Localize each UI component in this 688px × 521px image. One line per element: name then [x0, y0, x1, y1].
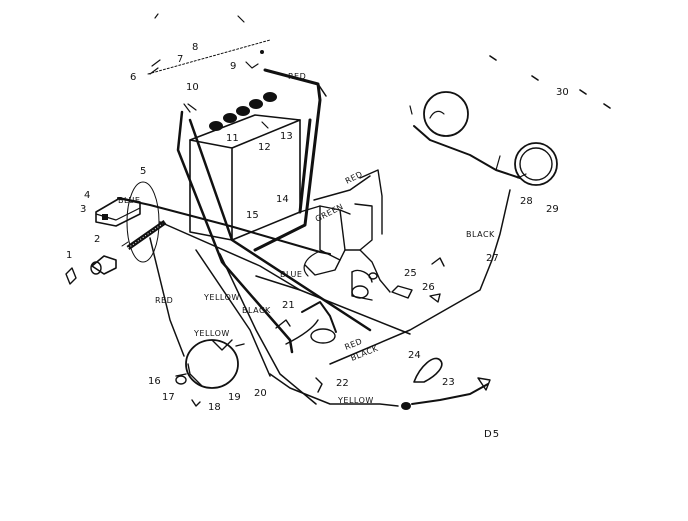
- coil-spring: [126, 219, 167, 251]
- wire-label-yellow-lower: YELLOW: [337, 396, 374, 405]
- engine: [285, 169, 391, 345]
- clips-and-connectors: [275, 257, 491, 410]
- part-label-4: 4: [84, 190, 90, 201]
- wire-label-red-left: RED: [155, 296, 173, 305]
- battery-hold-down-parts: [147, 13, 271, 75]
- part-label-27: 27: [486, 253, 499, 264]
- wire-label-black-mid: BLACK: [242, 306, 271, 315]
- part-label-21: 21: [282, 300, 295, 311]
- wire-color-labels: RED BLUE GREEN RED BLUE RED YELLOW BLACK…: [118, 72, 495, 405]
- part-label-1: 1: [66, 250, 72, 261]
- part-label-28: 28: [520, 196, 533, 207]
- part-label-5: 5: [140, 166, 146, 177]
- wire-label-yellow-switch: YELLOW: [193, 329, 230, 338]
- part-label-15: 15: [246, 210, 259, 221]
- part-label-9: 9: [230, 61, 236, 72]
- part-label-22: 22: [336, 378, 349, 389]
- part-label-10: 10: [186, 82, 199, 93]
- headlight-left: [409, 91, 469, 137]
- part-label-19: 19: [228, 392, 241, 403]
- part-label-12: 12: [258, 142, 271, 153]
- part-label-25: 25: [404, 268, 417, 279]
- part-label-7: 7: [177, 54, 183, 65]
- headlights: [409, 55, 611, 186]
- headlight-right: [514, 142, 558, 186]
- part-label-17: 17: [162, 392, 175, 403]
- starter-switch-assembly: [65, 181, 331, 291]
- part-label-20: 20: [254, 388, 267, 399]
- part-label-23: 23: [442, 377, 455, 388]
- wire-label-blue-harness: BLUE: [280, 270, 302, 279]
- battery: [183, 92, 301, 241]
- part-label-18: 18: [208, 402, 221, 413]
- part-label-13: 13: [280, 131, 293, 142]
- wire-label-blue-switch: BLUE: [118, 196, 140, 205]
- part-label-24: 24: [408, 350, 421, 361]
- battery-cell-caps: [209, 92, 277, 131]
- part-label-3: 3: [80, 204, 86, 215]
- part-label-2: 2: [94, 234, 100, 245]
- wire-label-red-top: RED: [288, 72, 306, 81]
- part-label-8: 8: [192, 42, 198, 53]
- part-label-6: 6: [130, 72, 136, 83]
- part-label-30: 30: [556, 87, 569, 98]
- part-label-26: 26: [422, 282, 435, 293]
- part-label-11: 11: [226, 133, 239, 144]
- lamp-hardware-30: [489, 55, 611, 109]
- wire-label-red-engine: RED: [344, 169, 364, 185]
- ignition-switch: [175, 339, 245, 407]
- part-number-labels: 1 2 3 4 5 6 7 8 9 10 11 12 13 14 15 16 1…: [66, 42, 569, 413]
- part-label-16: 16: [148, 376, 161, 387]
- wire-label-yellow-upper: YELLOW: [203, 293, 240, 302]
- wire-harness: [149, 83, 511, 407]
- figure-code: D5: [484, 429, 500, 440]
- part-label-14: 14: [276, 194, 289, 205]
- wire-label-black-right: BLACK: [466, 230, 495, 239]
- part-label-29: 29: [546, 204, 559, 215]
